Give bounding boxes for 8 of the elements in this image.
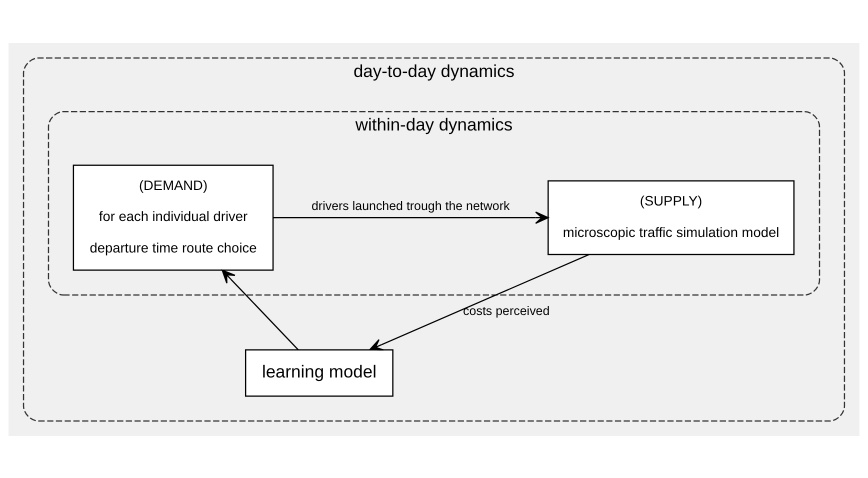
node-box: learning model: [244, 348, 394, 396]
edge-label: costs perceived: [463, 303, 550, 318]
node-box: (DEMAND) for each individual driver departure time route choice: [72, 164, 274, 270]
arrow: [222, 269, 299, 350]
node-box: (SUPPLY) microscopic traffic simulation model: [548, 180, 795, 255]
edge-label: drivers launched trough the network: [311, 198, 510, 213]
arrow: [273, 210, 549, 224]
arrow: [369, 253, 590, 350]
